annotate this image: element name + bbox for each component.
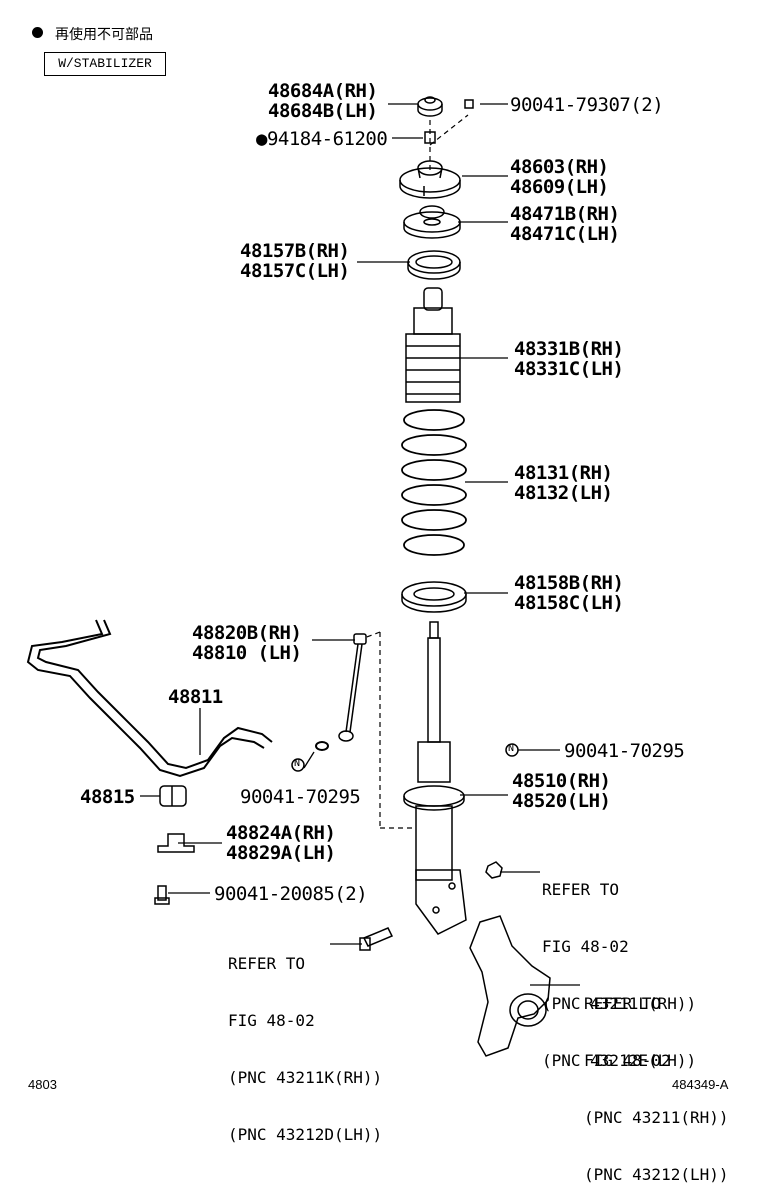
stabilizer-bar-shape xyxy=(26,619,329,778)
shock-absorber-shape xyxy=(403,621,467,935)
callout-48471c-lh: 48471C(LH) xyxy=(510,223,620,245)
callout-48609-lh: 48609(LH) xyxy=(510,176,609,198)
coil-spring-shape xyxy=(401,409,467,556)
callout-48603-rh: 48603(RH) xyxy=(510,156,609,178)
non-reusable-bullet-icon xyxy=(32,27,43,38)
legend-note: 再使用不可部品 xyxy=(55,27,153,43)
strut-assembly-diagram xyxy=(26,96,580,1057)
callout-48520-lh: 48520(LH) xyxy=(512,790,611,812)
dust-boot-shape xyxy=(405,287,461,403)
callout-90041-70295-strut: 90041-70295 xyxy=(564,740,685,762)
callout-48510-rh: 48510(RH) xyxy=(512,770,611,792)
n-mark-icon: N xyxy=(508,743,515,754)
upper-mount-shape xyxy=(399,160,461,199)
flange-nut-shape xyxy=(464,99,474,109)
callout-48158c-lh: 48158C(LH) xyxy=(514,592,624,614)
page-code: 4803 xyxy=(28,1077,57,1092)
stabilizer-link-shape xyxy=(338,633,367,742)
n-mark-icons xyxy=(291,743,519,772)
callout-48158b-rh: 48158B(RH) xyxy=(514,572,624,594)
leader-lines xyxy=(140,103,580,986)
callout-48829a-lh: 48829A(LH) xyxy=(226,842,336,864)
callout-90041-79307: 90041-79307(2) xyxy=(510,94,664,116)
illustration-id: 484349-A xyxy=(672,1077,729,1092)
callout-48810-lh: 48810 (LH) xyxy=(192,642,302,664)
n-mark-icon: N xyxy=(294,758,301,769)
bearing-shape xyxy=(403,205,461,239)
upper-nut-shape xyxy=(417,96,443,117)
bushing-bracket-shape xyxy=(157,833,195,853)
ref-knuckle-bolt: REFER TO FIG 48-02 (PNC 43211K(RH)) (PNC… xyxy=(228,954,383,1144)
callout-48684-lh: 48684B(LH) xyxy=(268,100,378,122)
bracket-bolt-shape xyxy=(154,885,170,905)
callout-48824a-rh: 48824A(RH) xyxy=(226,822,336,844)
callout-48132-lh: 48132(LH) xyxy=(514,482,613,504)
callout-48157c-lh: 48157C(LH) xyxy=(240,260,350,282)
callout-48131-rh: 48131(RH) xyxy=(514,462,613,484)
callout-48331b-rh: 48331B(RH) xyxy=(514,338,624,360)
upper-seat-shape xyxy=(407,250,461,280)
steering-knuckle-shape xyxy=(469,915,551,1057)
callout-48471b-rh: 48471B(RH) xyxy=(510,203,620,225)
callout-48684-rh: 48684A(RH) xyxy=(268,80,378,102)
callout-90041-70295-link: 90041-70295 xyxy=(240,786,361,808)
callout-48820b-rh: 48820B(RH) xyxy=(192,622,302,644)
callout-94184-61200: ●94184-61200 xyxy=(256,128,388,150)
condition-box: W/STABILIZER xyxy=(44,52,166,76)
lower-seat-shape xyxy=(401,581,467,613)
bushing-shape xyxy=(159,785,187,807)
callout-90041-20085: 90041-20085(2) xyxy=(214,883,368,905)
callout-48811: 48811 xyxy=(168,686,223,708)
callout-48815: 48815 xyxy=(80,786,135,808)
ref-knuckle-nut: REFER TO FIG 48-02 (PNC 43211L(RH)) (PNC… xyxy=(542,880,697,1070)
callout-48331c-lh: 48331C(LH) xyxy=(514,358,624,380)
knuckle-bolt-shape xyxy=(359,927,394,951)
callout-48157b-rh: 48157B(RH) xyxy=(240,240,350,262)
